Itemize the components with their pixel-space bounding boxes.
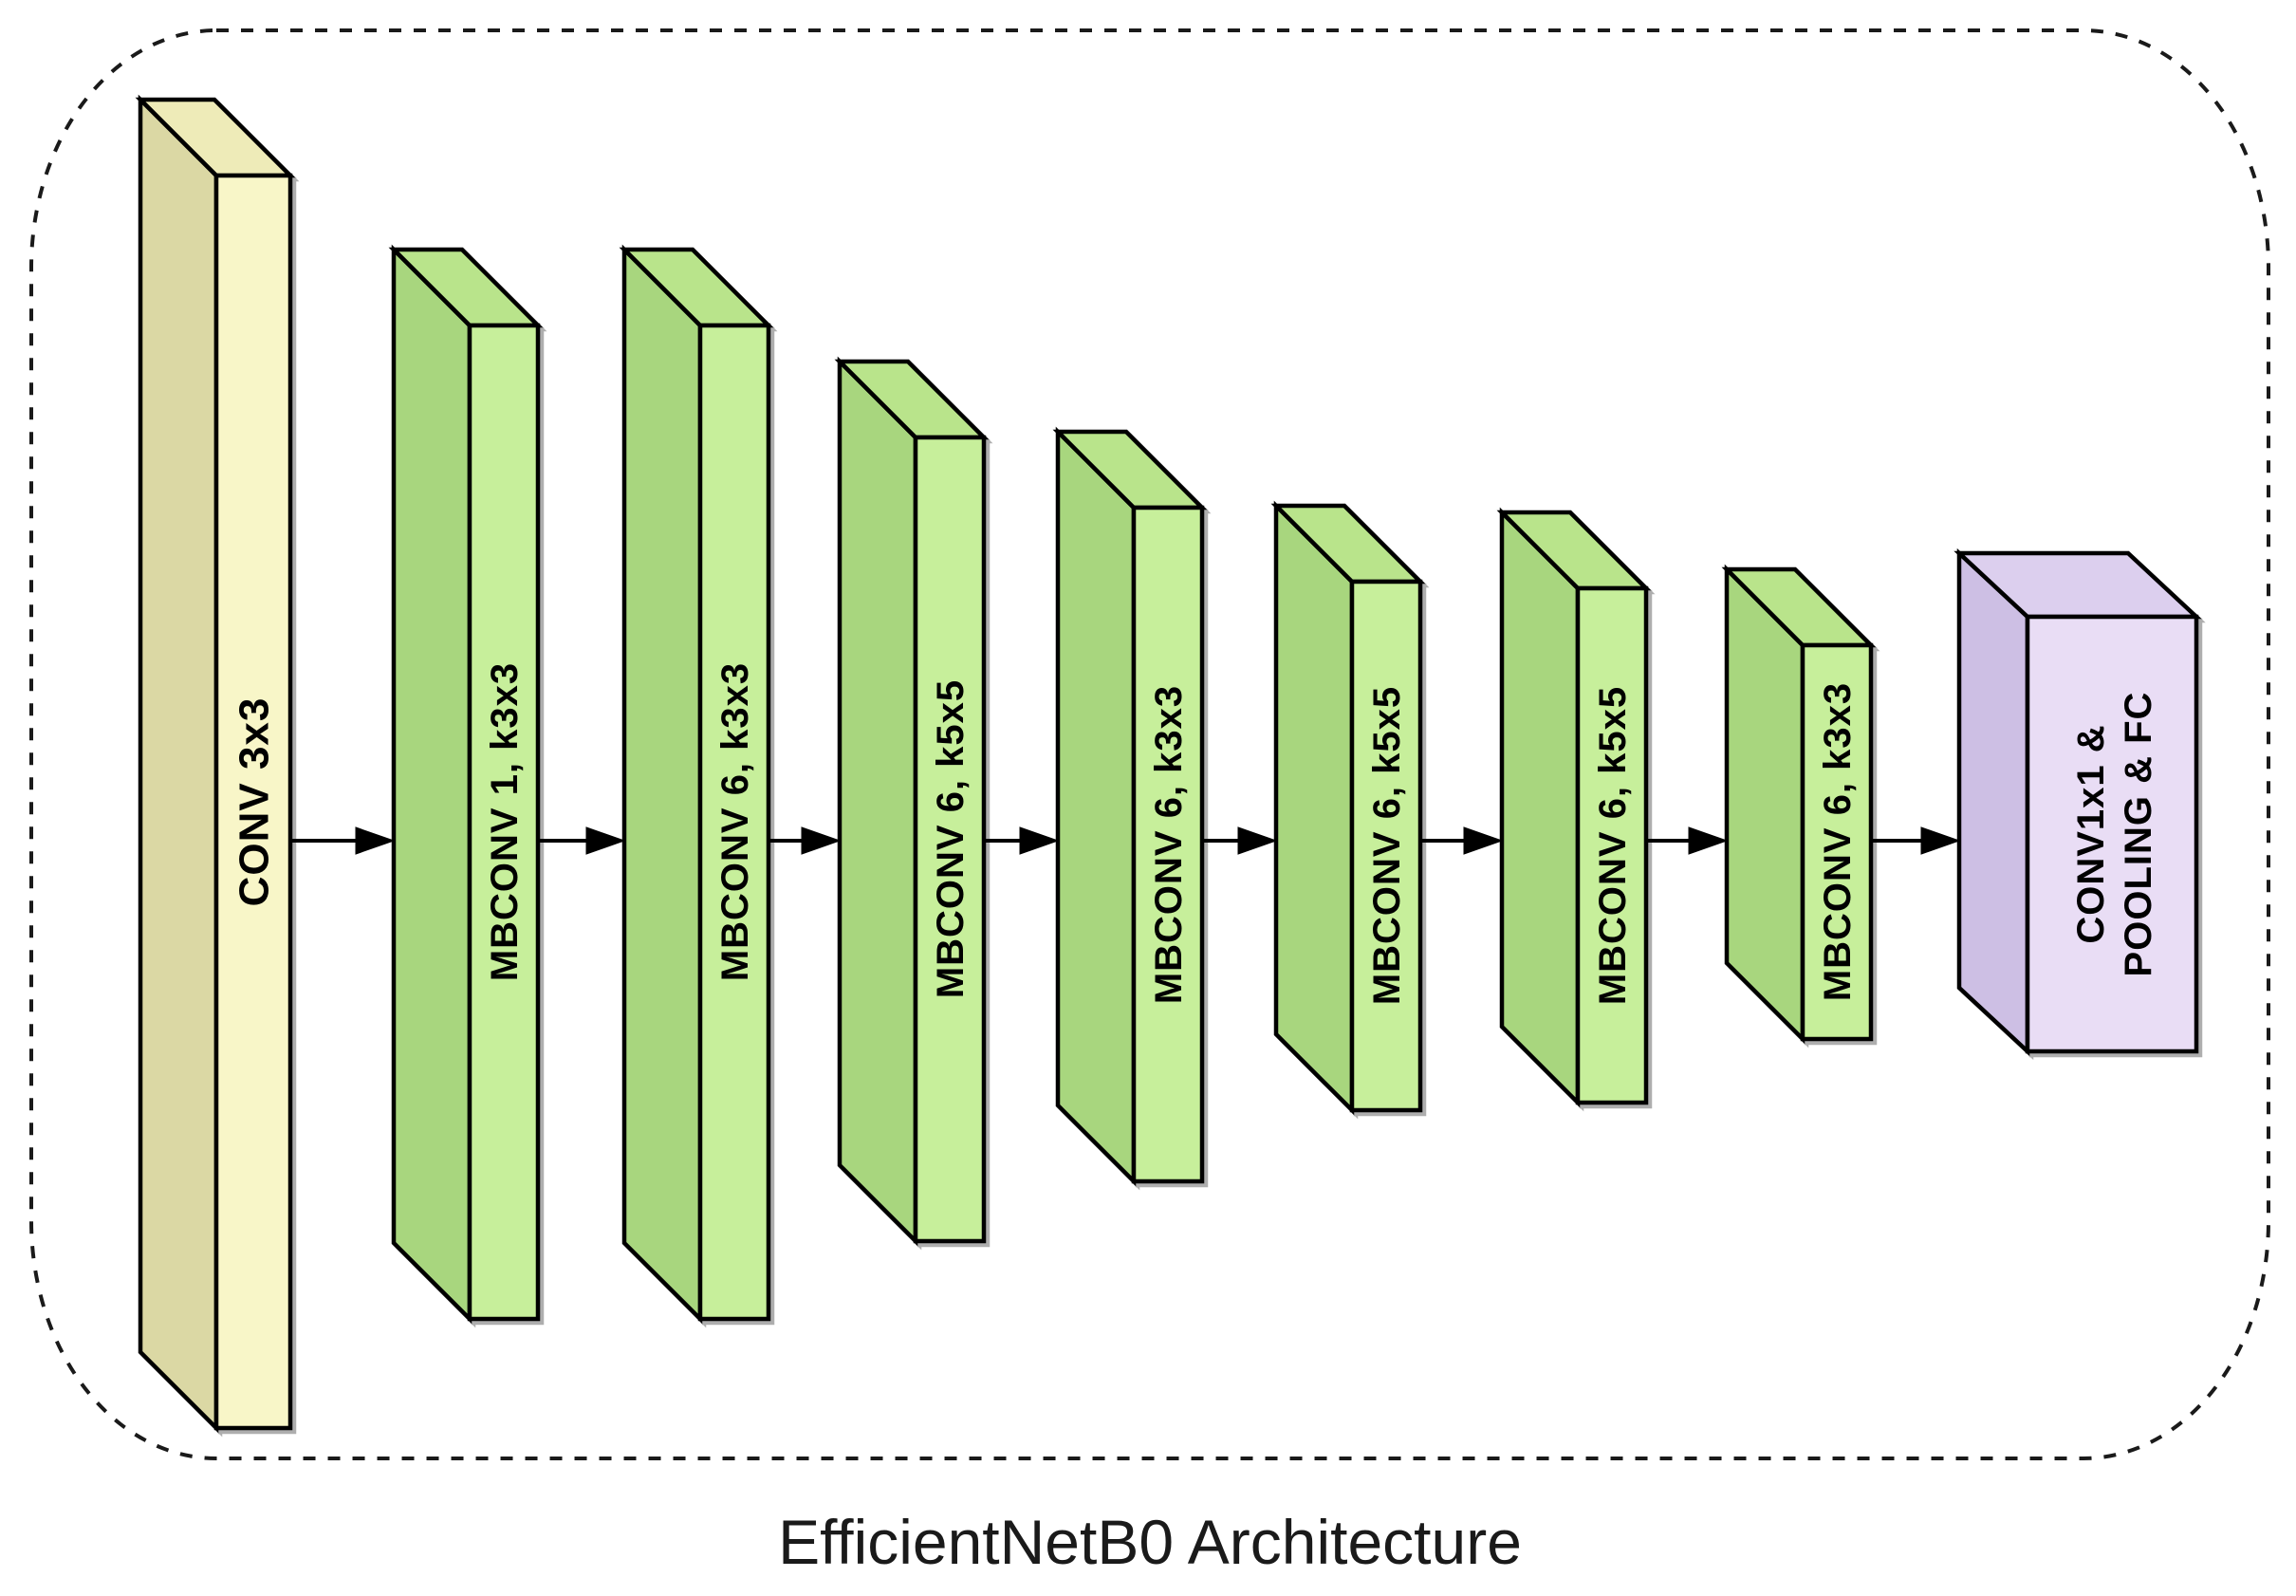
block-mbconv6-k5x5-b: MBCONV 6, k5x5 — [1270, 500, 1426, 1116]
block-label-line2: POOLING & FC — [2118, 692, 2159, 977]
block-label: MBCONV 6, k3x3 — [1148, 685, 1190, 1004]
flow-arrow — [1646, 826, 1729, 855]
flow-arrow — [768, 826, 842, 855]
block-front-face — [213, 173, 293, 1431]
block-label: MBCONV 6, k5x5 — [1366, 686, 1408, 1005]
block-side-face — [1273, 500, 1355, 1116]
block-label: MBCONV 6, k5x5 — [1592, 686, 1634, 1005]
block-mbconv6-k3x3-a: MBCONV 6, k3x3 — [619, 244, 774, 1325]
block-side-face — [1724, 564, 1805, 1045]
block-label: MBCONV 6, k3x3 — [714, 662, 756, 981]
flow-arrow — [1202, 826, 1278, 855]
block-front-face — [2025, 614, 2199, 1054]
flow-arrow — [290, 826, 396, 855]
flow-arrow — [538, 826, 626, 855]
block-front-face — [913, 435, 987, 1244]
block-mbconv6-k3x3-c: MBCONV 6, k3x3 — [1721, 564, 1877, 1045]
block-side-face — [621, 244, 703, 1325]
block-mbconv6-k3x3-b: MBCONV 6, k3x3 — [1052, 426, 1208, 1187]
diagram-caption: EfficientNetB0 Architecture — [778, 1507, 1522, 1577]
block-front-face — [1800, 642, 1874, 1042]
block-stem-conv3x3: CONV 3x3 — [135, 94, 296, 1434]
block-front-face — [467, 323, 541, 1322]
block-mbconv6-k5x5-a: MBCONV 6, k5x5 — [834, 356, 990, 1247]
block-side-face — [391, 244, 472, 1325]
block-front-face — [697, 323, 771, 1322]
arrow-head — [1920, 826, 1961, 855]
block-front-face — [1575, 585, 1649, 1105]
block-side-face — [138, 94, 219, 1434]
block-front-face — [1131, 505, 1205, 1184]
arrow-head — [1688, 826, 1729, 855]
block-side-face — [1956, 547, 2030, 1057]
arrow-head — [1237, 826, 1278, 855]
arrow-head — [585, 826, 626, 855]
block-front-face — [1349, 579, 1423, 1113]
arrow-head — [355, 826, 396, 855]
block-label: MBCONV 6, k3x3 — [1817, 682, 1859, 1001]
block-mbconv1-k3x3: MBCONV 1, k3x3 — [388, 244, 544, 1325]
dashed-border — [29, 28, 2270, 1460]
block-side-face — [1499, 507, 1581, 1108]
arrow-head — [1463, 826, 1504, 855]
flow-arrow — [1871, 826, 1961, 855]
block-side-face — [1055, 426, 1137, 1187]
flow-arrow — [1420, 826, 1504, 855]
block-label: MBCONV 6, k5x5 — [930, 679, 972, 998]
arrow-head — [1019, 826, 1060, 855]
arrow-head — [801, 826, 842, 855]
block-mbconv6-k5x5-c: MBCONV 6, k5x5 — [1496, 507, 1652, 1108]
block-label-line1: CONV1x1 & — [2070, 724, 2112, 943]
block-label: CONV 3x3 — [231, 697, 277, 907]
block-label: MBCONV 1, k3x3 — [484, 662, 526, 981]
block-side-face — [837, 356, 918, 1247]
block-head-conv-pool-fc: CONV1x1 & POOLING & FC — [1953, 547, 2202, 1057]
flow-arrow — [984, 826, 1060, 855]
